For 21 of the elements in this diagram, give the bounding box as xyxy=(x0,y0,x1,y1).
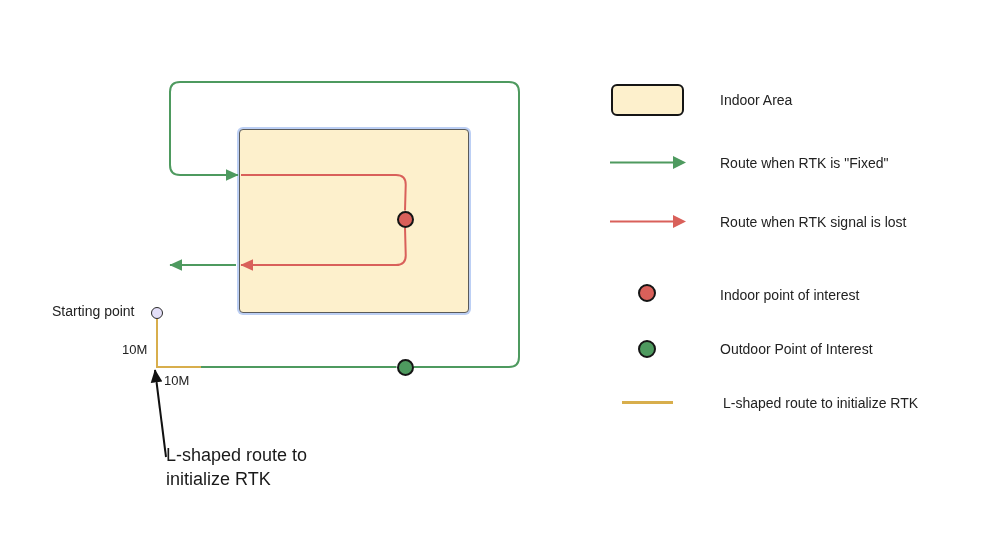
point-label: Starting point xyxy=(52,302,135,320)
route-arrow xyxy=(240,226,407,271)
route-arrow xyxy=(169,81,520,368)
dimension-label: 10M xyxy=(122,343,148,357)
legend-label: Route when RTK signal is lost xyxy=(720,213,907,231)
route-arrow xyxy=(169,259,237,271)
legend-label: Outdoor Point of Interest xyxy=(720,340,873,358)
legend-label: L-shaped route to initialize RTK xyxy=(723,394,919,412)
region-box xyxy=(239,129,469,313)
annotation-text: L-shaped route to initialize RTK xyxy=(166,443,336,493)
dimension-label: 10M xyxy=(164,374,190,388)
route-line xyxy=(200,366,398,368)
point-marker xyxy=(396,210,414,228)
legend-label: Indoor Area xyxy=(720,91,793,109)
route-line xyxy=(240,174,407,212)
legend-label: Indoor point of interest xyxy=(720,286,860,304)
legend-label: Route when RTK is "Fixed" xyxy=(720,154,889,172)
start-marker xyxy=(151,307,163,319)
leader-line xyxy=(150,369,167,458)
point-marker xyxy=(396,358,414,376)
route-line xyxy=(156,319,201,368)
